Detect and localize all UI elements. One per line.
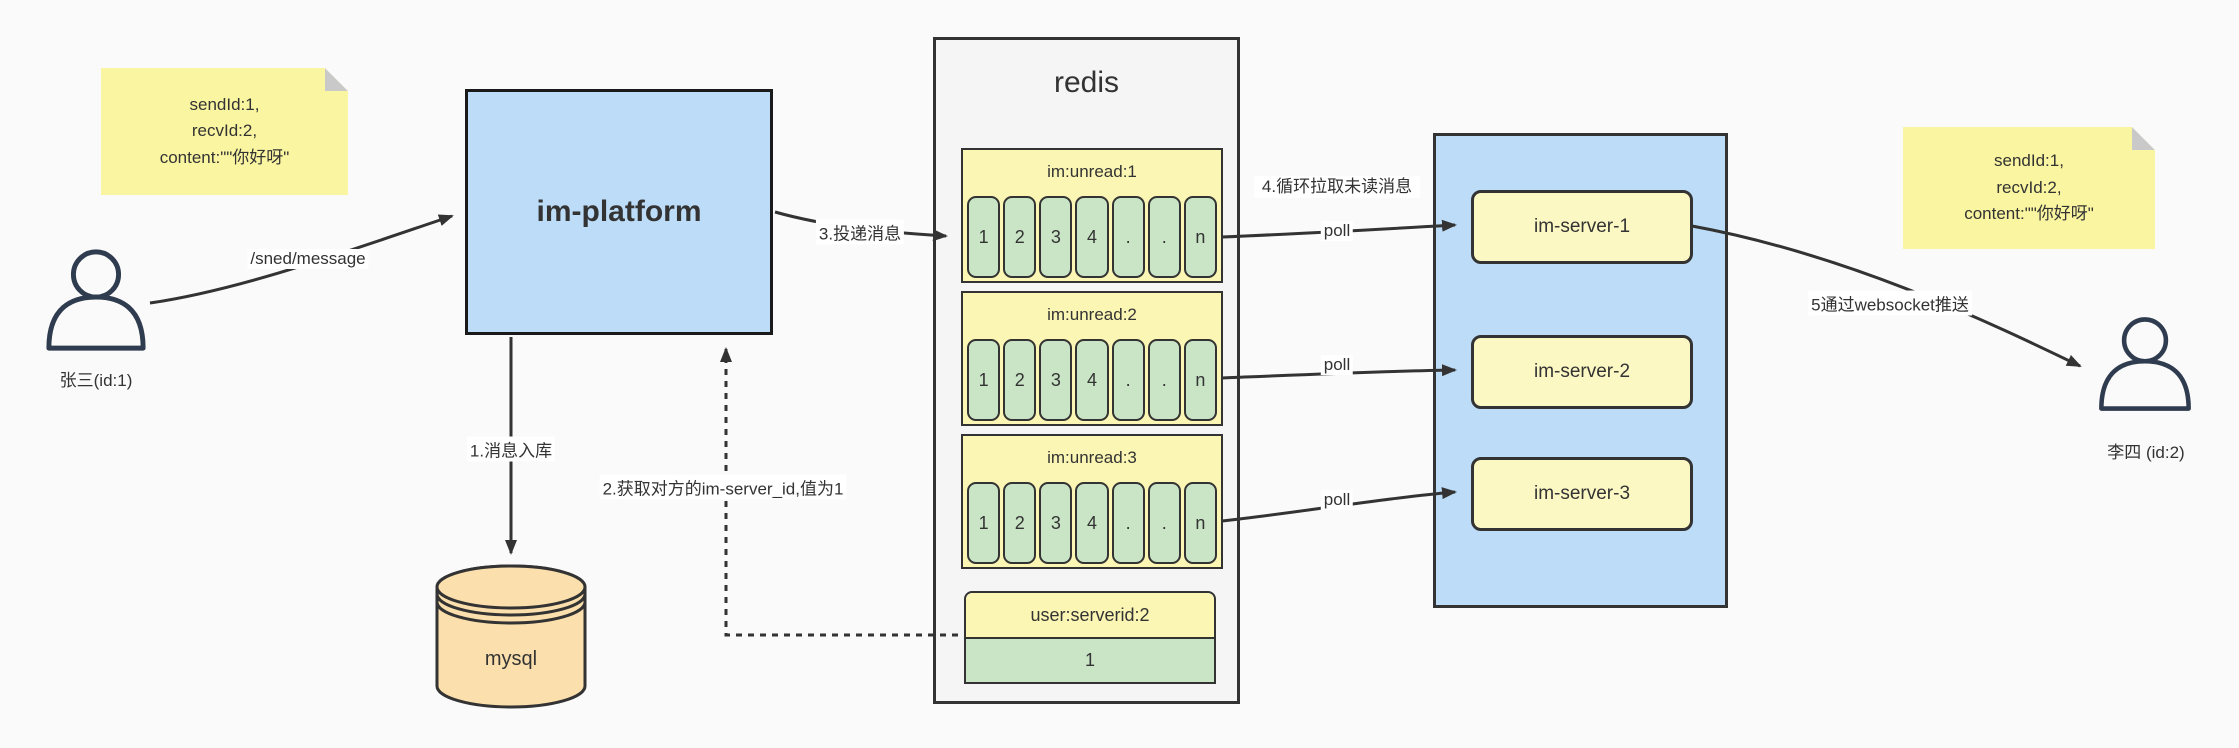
queue-title: im:unread:1 xyxy=(1047,162,1137,181)
poll-label-2: poll xyxy=(1320,355,1354,375)
step1-label: 1.消息入库 xyxy=(466,436,556,462)
receiver-label: 李四 (id:2) xyxy=(2107,443,2185,462)
queue-cell: 2 xyxy=(1003,196,1037,278)
queue-title: im:unread:2 xyxy=(1047,305,1137,324)
queue-title: im:unread:3 xyxy=(1047,448,1137,467)
queue-cells: 1 2 3 4 . . n xyxy=(965,482,1219,564)
queue-cell: 1 xyxy=(967,339,1001,421)
unread-queue-2: im:unread:2 1 2 3 4 . . n xyxy=(961,291,1223,426)
queue-cell: 2 xyxy=(1003,339,1037,421)
mapping-value: 1 xyxy=(966,639,1214,682)
queue-cell: 2 xyxy=(1003,482,1037,564)
queue-cell: . xyxy=(1111,339,1145,421)
im-platform-label: im-platform xyxy=(536,195,702,228)
unread-queue-1: im:unread:1 1 2 3 4 . . n xyxy=(961,148,1223,283)
queue-cell: . xyxy=(1147,196,1181,278)
note-line: content:""你好呀" xyxy=(1964,204,2094,224)
queue-cell: . xyxy=(1111,482,1145,564)
queue-cell: 1 xyxy=(967,482,1001,564)
user-serverid-mapping: user:serverid:2 1 xyxy=(964,591,1216,684)
im-server-1-box: im-server-1 xyxy=(1471,190,1693,264)
queue-cells: 1 2 3 4 . . n xyxy=(965,196,1219,278)
queue-cell: n xyxy=(1183,339,1217,421)
step3-label: 3.投递消息 xyxy=(815,219,905,245)
queue-cell: 3 xyxy=(1039,339,1073,421)
queue-cell: 3 xyxy=(1039,196,1073,278)
mysql-label: mysql xyxy=(484,648,538,670)
send-api-label: /sned/message xyxy=(247,249,369,269)
note-line: content:""你好呀" xyxy=(159,147,290,167)
unread-queue-3: im:unread:3 1 2 3 4 . . n xyxy=(961,434,1223,569)
im-server-container: im-server-1 im-server-2 im-server-3 xyxy=(1433,133,1728,608)
queue-cells: 1 2 3 4 . . n xyxy=(965,339,1219,421)
im-server-2-box: im-server-2 xyxy=(1471,335,1693,409)
queue-cell: 4 xyxy=(1075,482,1109,564)
queue-cell: 3 xyxy=(1039,482,1073,564)
queue-cell: 4 xyxy=(1075,196,1109,278)
sender-label: 张三(id:1) xyxy=(59,371,133,390)
step2-label: 2.获取对方的im-server_id,值为1 xyxy=(599,474,847,500)
redis-container: redis im:unread:1 1 2 3 4 . . n im:unrea… xyxy=(933,37,1240,704)
mapping-key: user:serverid:2 xyxy=(966,593,1214,639)
queue-cell: n xyxy=(1183,482,1217,564)
im-server-1-label: im-server-1 xyxy=(1533,216,1631,237)
mysql-database: mysql xyxy=(435,563,587,710)
queue-cell: . xyxy=(1147,339,1181,421)
im-server-2-label: im-server-2 xyxy=(1533,361,1631,382)
note-line: sendId:1, xyxy=(1994,151,2064,171)
database-cylinder-icon xyxy=(435,564,587,709)
queue-cell: 4 xyxy=(1075,339,1109,421)
message-note-left: sendId:1, recvId:2, content:""你好呀" xyxy=(101,68,348,195)
queue-cell: . xyxy=(1111,196,1145,278)
queue-cell: 1 xyxy=(967,196,1001,278)
im-server-3-box: im-server-3 xyxy=(1471,457,1693,531)
poll-label-1: poll xyxy=(1320,221,1354,241)
queue-cell: n xyxy=(1183,196,1217,278)
im-server-3-label: im-server-3 xyxy=(1533,483,1631,504)
message-note-right: sendId:1, recvId:2, content:""你好呀" xyxy=(1903,127,2155,249)
note-line: recvId:2, xyxy=(1996,177,2062,197)
redis-title: redis xyxy=(1053,66,1120,99)
note-line: sendId:1, xyxy=(189,94,260,114)
poll-label-3: poll xyxy=(1320,490,1354,510)
sender-user xyxy=(42,248,150,357)
im-platform-box: im-platform xyxy=(465,89,773,335)
step4-label: 4.循环拉取未读消息 xyxy=(1254,175,1420,199)
step5-label: 5通过websocket推送 xyxy=(1808,290,1972,316)
note-line: recvId:2, xyxy=(191,121,258,141)
receiver-user xyxy=(2095,316,2195,417)
queue-cell: . xyxy=(1147,482,1181,564)
user-icon xyxy=(2099,317,2191,411)
user-icon xyxy=(46,249,146,351)
